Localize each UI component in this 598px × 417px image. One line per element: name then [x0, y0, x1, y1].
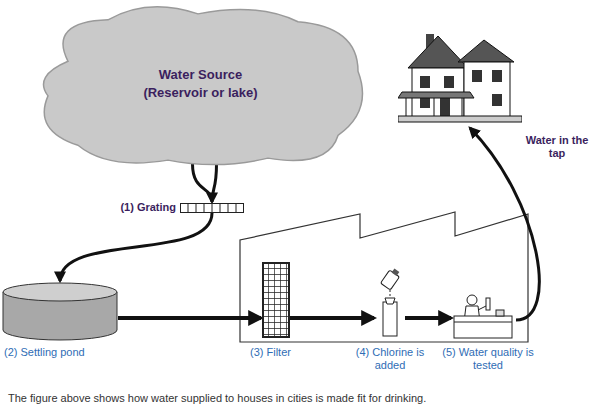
process-step: (1) Grating: [180, 203, 244, 213]
step-label: (4) Chlorine is added: [350, 346, 430, 372]
flow-arrow: [193, 164, 217, 202]
label-block: (2) Settling pond: [4, 346, 134, 359]
step-label: Water Source: [48, 66, 353, 84]
flow-arrow: [60, 213, 212, 281]
label-block: (4) Chlorine is added: [350, 346, 430, 372]
step-label: (5) Water quality is tested: [436, 346, 540, 372]
label-block: (1) Grating: [100, 201, 176, 214]
lab-bench: [452, 292, 514, 340]
process-step: (5) Water quality is tested: [452, 292, 514, 340]
process-step: (2) Settling pond: [2, 282, 118, 342]
step-label: (1) Grating: [100, 201, 176, 214]
filter-grid: [262, 262, 290, 338]
process-step: (4) Chlorine is added: [375, 268, 405, 338]
flow-arrow: [470, 128, 539, 320]
flow-arrow: [405, 316, 451, 320]
caption: The figure above shows how water supplie…: [8, 392, 593, 404]
label-block: (3) Filter: [250, 346, 320, 359]
grating-symbol: [180, 203, 244, 213]
flow-arrow: [118, 316, 261, 320]
flow-arrow: [290, 316, 374, 320]
label-block: Water Source(Reservoir or lake): [48, 66, 353, 102]
chlorine-doser: [375, 268, 405, 338]
step-label: (2) Settling pond: [4, 346, 134, 359]
process-step: Water in the tap: [398, 28, 522, 124]
step-label: Water in the tap: [522, 134, 592, 160]
water-source: Water Source(Reservoir or lake): [28, 2, 373, 170]
label-block: (5) Water quality is tested: [436, 346, 540, 372]
process-step: (3) Filter: [262, 262, 290, 338]
step-label: (3) Filter: [250, 346, 320, 359]
pond-tank: [2, 282, 118, 342]
label-block: Water in the tap: [522, 134, 592, 160]
sub-label: (Reservoir or lake): [48, 84, 353, 102]
house-drawing: [398, 28, 522, 124]
